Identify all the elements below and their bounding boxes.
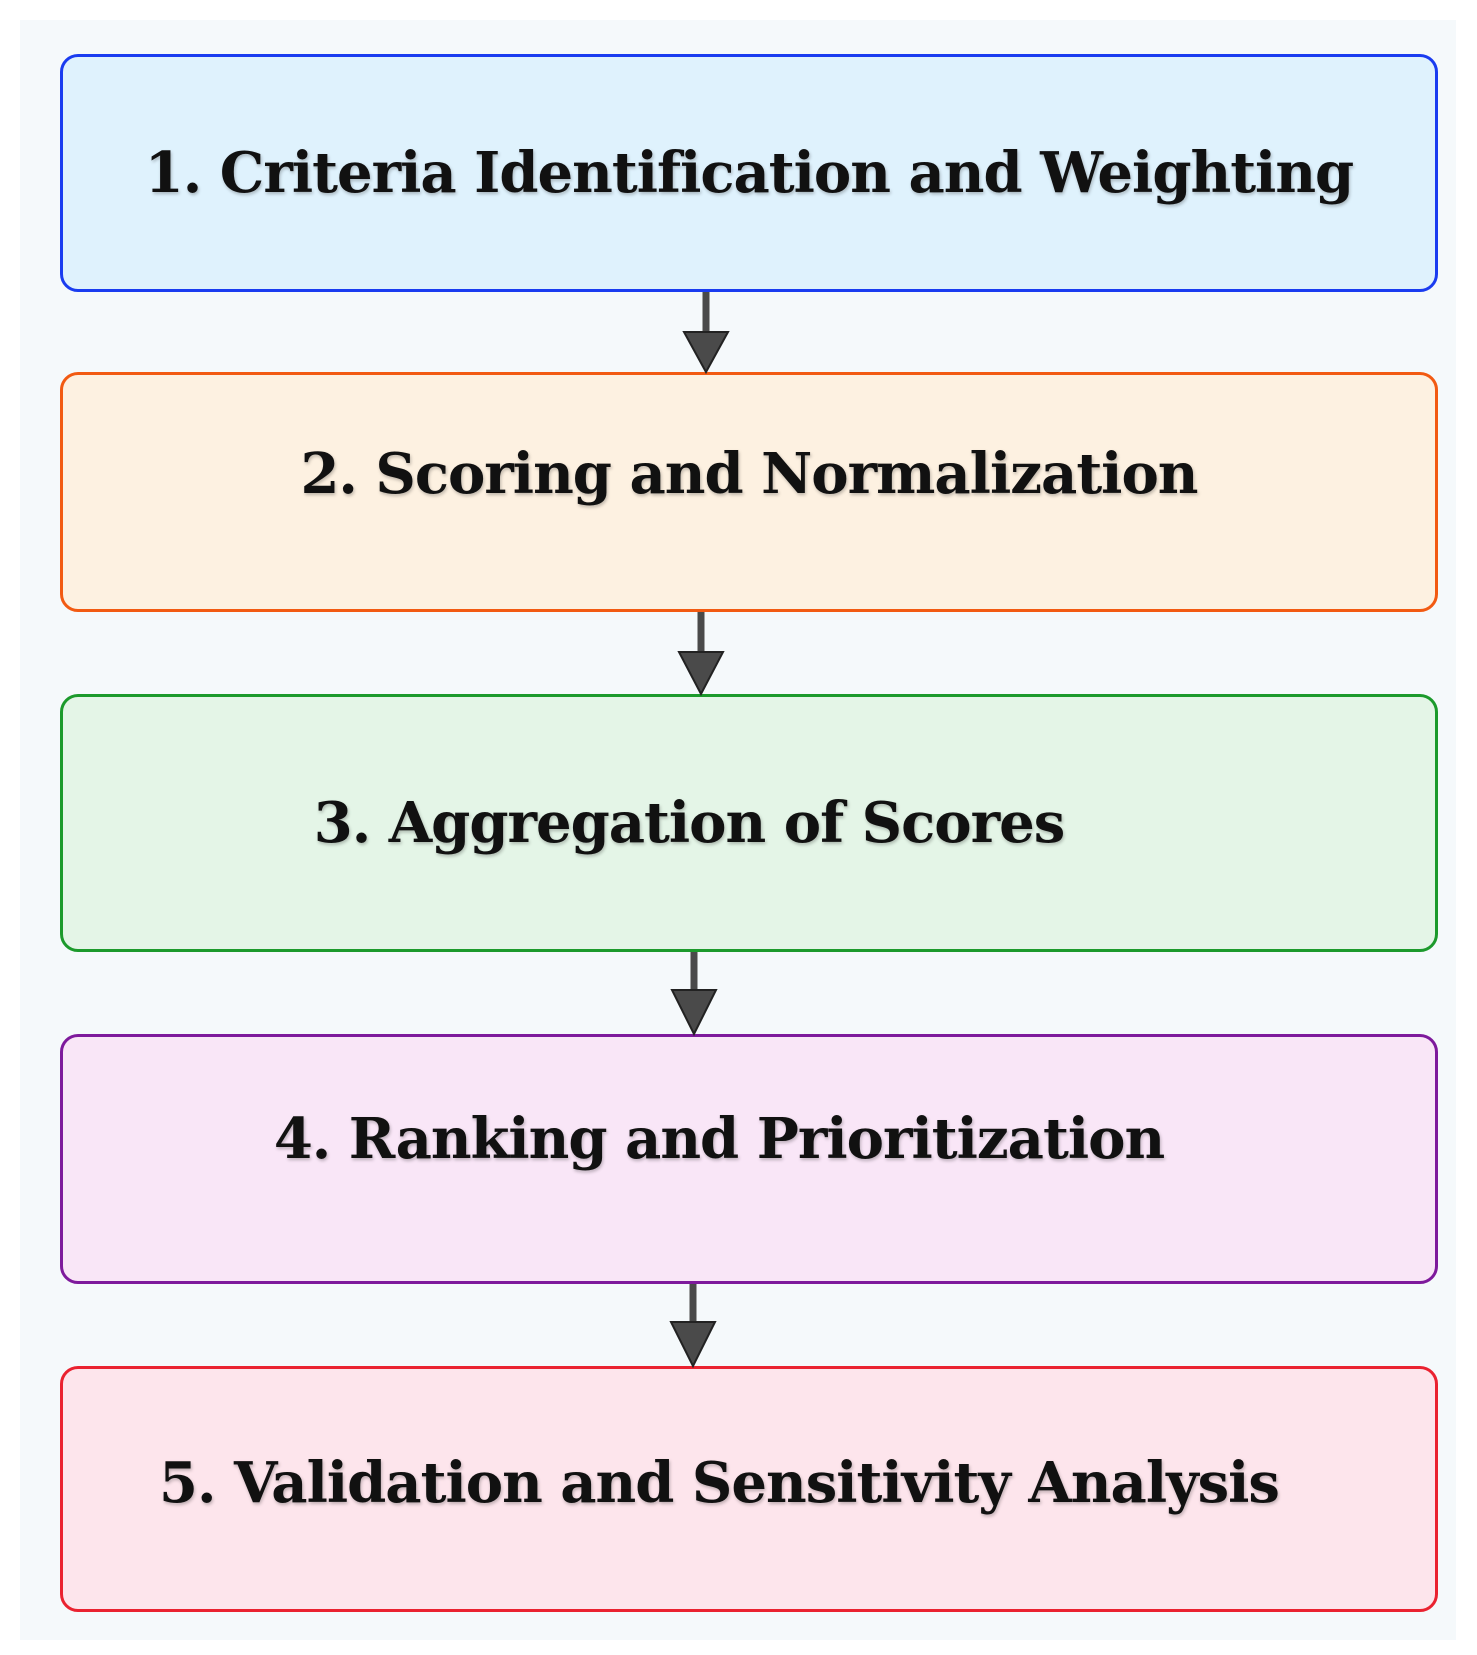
step-box-2-scoring-normalization: 2. Scoring and Normalization (60, 372, 1438, 612)
step-box-4-ranking: 4. Ranking and Prioritization (60, 1034, 1438, 1284)
step-box-1-criteria-identification: 1. Criteria Identification and Weighting (60, 54, 1438, 292)
step-label-2: 2. Scoring and Normalization (300, 441, 1198, 507)
step-label-3: 3. Aggregation of Scores (313, 790, 1065, 856)
step-label-4: 4. Ranking and Prioritization (273, 1106, 1165, 1172)
step-box-3-aggregation: 3. Aggregation of Scores (60, 694, 1438, 952)
step-label-1: 1. Criteria Identification and Weighting (144, 140, 1354, 206)
step-label-5: 5. Validation and Sensitivity Analysis (159, 1450, 1280, 1516)
step-box-5-validation: 5. Validation and Sensitivity Analysis (60, 1366, 1438, 1612)
